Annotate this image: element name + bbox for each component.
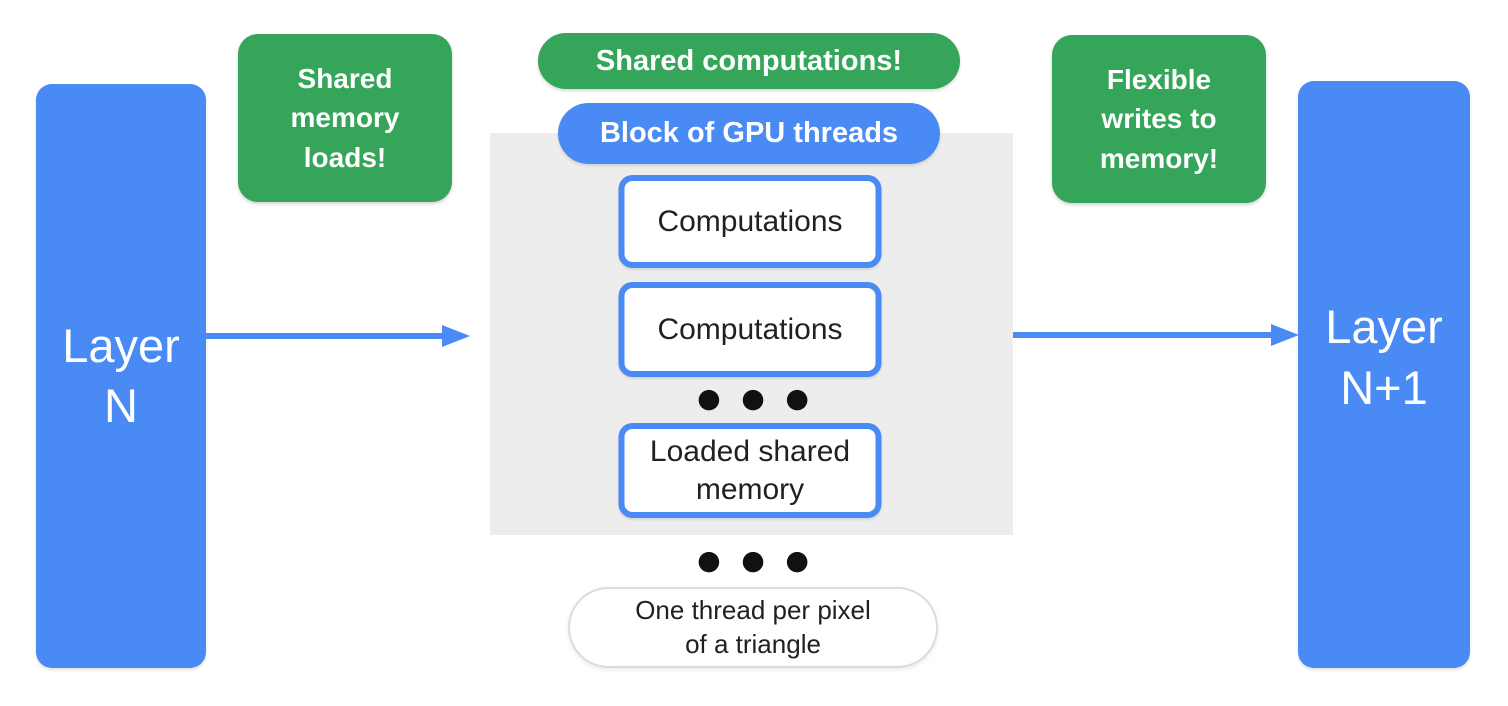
one-thread-per-pixel-pill: One thread per pixel of a triangle bbox=[568, 587, 938, 668]
arrow-line bbox=[206, 333, 442, 339]
shared-memory-loads-label: Shared memory loads! bbox=[290, 63, 400, 173]
flexible-writes-note: Flexible writes to memory! bbox=[1052, 35, 1266, 203]
shared-computations-pill: Shared computations! bbox=[538, 33, 960, 89]
flexible-writes-label: Flexible writes to memory! bbox=[1099, 64, 1219, 174]
ellipsis-icon: ● ● ● bbox=[697, 545, 815, 576]
loaded-shared-memory-label: Loaded shared memory bbox=[649, 435, 851, 506]
layer-n-label: Layer N bbox=[62, 318, 180, 432]
computations-label-2: Computations bbox=[657, 312, 843, 346]
shared-computations-label: Shared computations! bbox=[595, 44, 903, 77]
arrowhead-right-icon bbox=[442, 325, 470, 347]
loaded-shared-memory-box: Loaded shared memory bbox=[618, 423, 882, 518]
layer-n-box: Layer N bbox=[36, 84, 206, 668]
computations-label-1: Computations bbox=[657, 204, 843, 238]
block-of-gpu-threads-pill: Block of GPU threads bbox=[558, 103, 940, 164]
ellipsis-icon: ● ● ● bbox=[697, 383, 815, 414]
arrow-line bbox=[1013, 332, 1271, 338]
shared-memory-loads-note: Shared memory loads! bbox=[238, 34, 452, 202]
layer-n1-box: Layer N+1 bbox=[1298, 81, 1470, 668]
computations-box-1: Computations bbox=[618, 175, 882, 268]
arrowhead-right-icon bbox=[1271, 324, 1299, 346]
computations-box-2: Computations bbox=[618, 282, 882, 377]
layer-n1-label: Layer N+1 bbox=[1325, 300, 1443, 414]
block-of-gpu-threads-label: Block of GPU threads bbox=[599, 117, 899, 149]
one-thread-per-pixel-label: One thread per pixel of a triangle bbox=[635, 594, 871, 659]
